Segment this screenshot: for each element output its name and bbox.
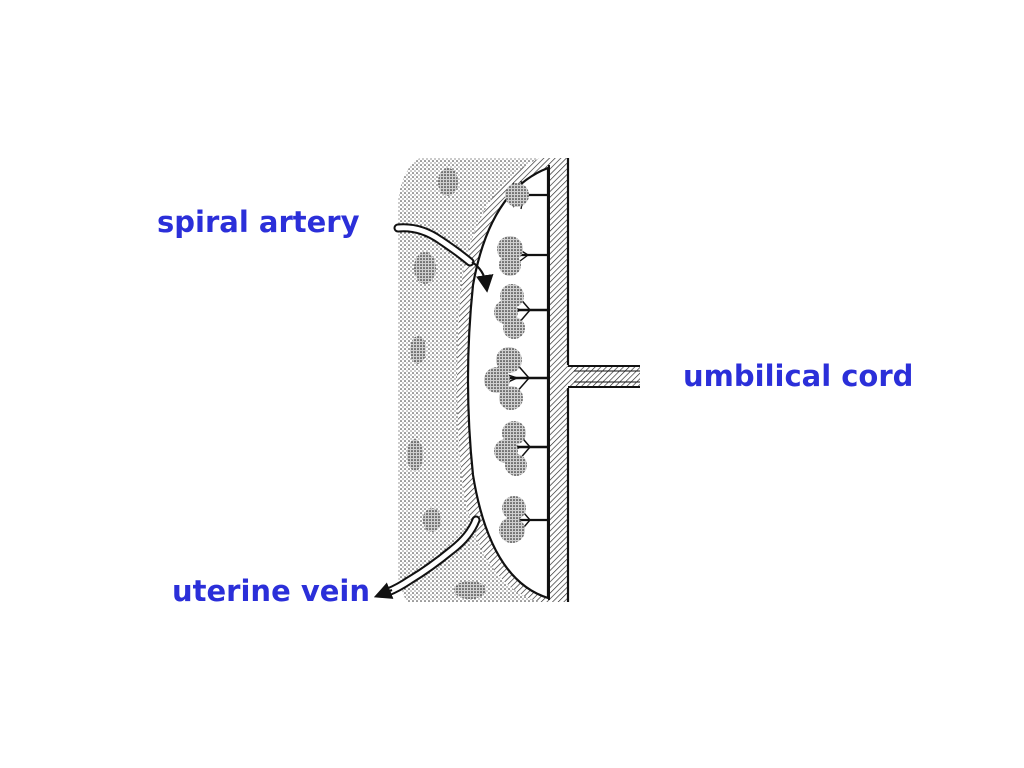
umbilical-cord-label: umbilical cord [683,359,914,393]
venous-outflow-arrow [373,582,394,599]
villous-tree [494,421,549,476]
arterial-inflow-arrow [471,261,494,293]
uterine-vein [383,515,481,597]
villous-tree [505,180,549,210]
villous-tree [494,284,549,339]
umbilical-cord-stub [568,366,640,387]
wall-patches [407,168,486,599]
villous-tree [484,347,549,410]
villous-tree [499,496,549,543]
spiral-artery [393,223,475,267]
chorionic-plate [549,158,568,602]
spiral-artery-label: spiral artery [157,205,360,239]
uterine-vein-label: uterine vein [172,574,370,608]
villous-tree [497,236,549,276]
villous-trees [484,180,549,543]
